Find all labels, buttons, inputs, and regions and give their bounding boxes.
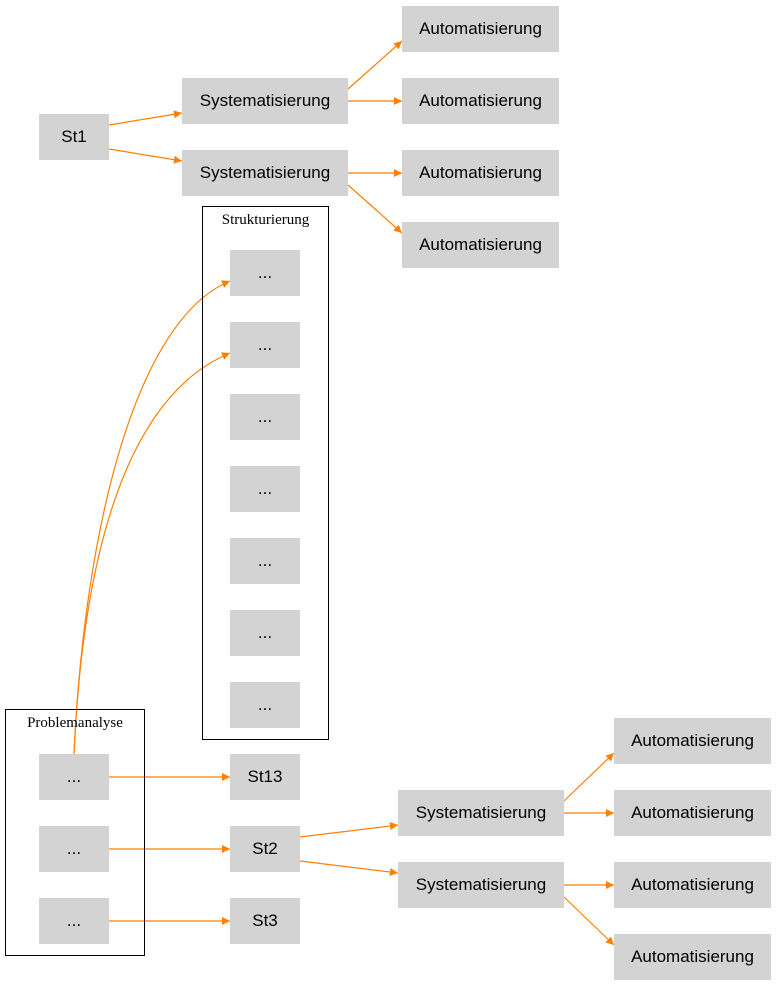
cluster-problemanalyse-label: Problemanalyse	[27, 715, 123, 731]
edge-st2-to-sys_c	[299, 822, 399, 838]
node-strukturierung-3[interactable]: ...	[230, 394, 300, 440]
edge-sys_a-to-auto_1	[347, 40, 403, 90]
node-strukturierung-5[interactable]: ...	[230, 538, 300, 584]
cluster-problemanalyse: Problemanalyse	[5, 709, 145, 956]
node-problemanalyse-2[interactable]: ...	[39, 826, 109, 872]
edge-sys_d-to-auto_8	[563, 896, 615, 946]
edge-st2-to-sys_d	[299, 860, 399, 876]
node-st3[interactable]: St3	[230, 898, 300, 944]
node-systematisierung-c[interactable]: Systematisierung	[398, 790, 564, 836]
node-automatisierung-3[interactable]: Automatisierung	[402, 150, 559, 196]
node-st1[interactable]: St1	[39, 114, 109, 160]
edge-sys_c-to-auto_5	[563, 752, 615, 802]
node-problemanalyse-3[interactable]: ...	[39, 898, 109, 944]
node-st13[interactable]: St13	[230, 754, 300, 800]
node-automatisierung-4[interactable]: Automatisierung	[402, 222, 559, 268]
cluster-strukturierung: Strukturierung	[202, 206, 329, 740]
edge-sys_b-to-auto_4	[347, 184, 403, 234]
node-automatisierung-1[interactable]: Automatisierung	[402, 6, 559, 52]
node-strukturierung-2[interactable]: ...	[230, 322, 300, 368]
edge-st1-to-sys_a	[108, 110, 183, 126]
node-strukturierung-6[interactable]: ...	[230, 610, 300, 656]
cluster-strukturierung-label: Strukturierung	[221, 212, 310, 228]
node-automatisierung-8[interactable]: Automatisierung	[614, 934, 771, 980]
node-st2[interactable]: St2	[230, 826, 300, 872]
node-systematisierung-d[interactable]: Systematisierung	[398, 862, 564, 908]
node-automatisierung-5[interactable]: Automatisierung	[614, 718, 771, 764]
node-systematisierung-a[interactable]: Systematisierung	[182, 78, 348, 124]
node-automatisierung-2[interactable]: Automatisierung	[402, 78, 559, 124]
node-automatisierung-7[interactable]: Automatisierung	[614, 862, 771, 908]
edge-st1-to-sys_b	[108, 148, 183, 164]
edge-prob_1-to-struct_2	[73, 352, 231, 755]
node-strukturierung-7[interactable]: ...	[230, 682, 300, 728]
node-strukturierung-4[interactable]: ...	[230, 466, 300, 512]
node-systematisierung-b[interactable]: Systematisierung	[182, 150, 348, 196]
node-automatisierung-6[interactable]: Automatisierung	[614, 790, 771, 836]
node-problemanalyse-1[interactable]: ...	[39, 754, 109, 800]
node-strukturierung-1[interactable]: ...	[230, 250, 300, 296]
